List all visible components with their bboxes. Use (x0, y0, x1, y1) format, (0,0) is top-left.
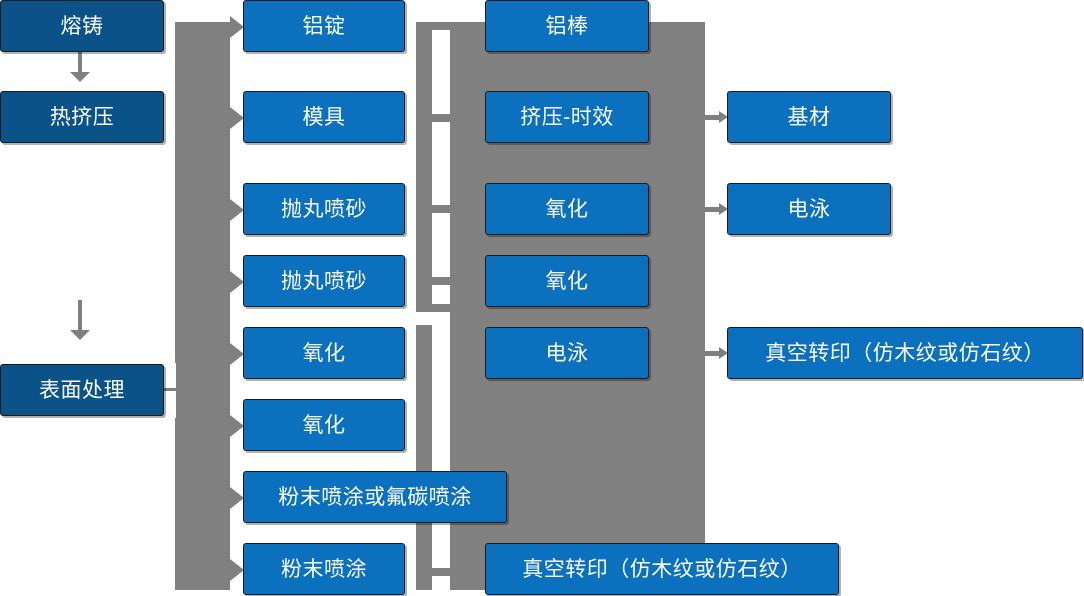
output-box-2[interactable]: 电泳 (727, 183, 891, 235)
operation-box-3-label: 抛丸喷砂 (281, 197, 367, 221)
stage-box-2[interactable]: 热挤压 (0, 91, 164, 143)
left-band-arrow-8 (230, 559, 244, 581)
stage-box-2-label: 热挤压 (49, 105, 115, 129)
output-arrow-2 (705, 203, 728, 215)
stage-box-3-label: 表面处理 (39, 378, 125, 402)
stage-3-connector (164, 388, 178, 391)
operation-box-6[interactable]: 氧化 (243, 399, 405, 451)
treatment-box-3-label: 氧化 (545, 197, 589, 221)
stage-spine-1 (78, 52, 82, 74)
left-connector-band (175, 22, 230, 590)
output-arrow-3 (705, 347, 728, 359)
output-box-3[interactable]: 真空转印（仿木纹或仿石纹） (727, 327, 1083, 379)
treatment-box-5[interactable]: 电泳 (485, 327, 649, 379)
operation-box-7[interactable]: 粉末喷涂或氟碳喷涂 (243, 471, 507, 523)
treatment-box-1-label: 铝棒 (545, 14, 589, 38)
treatment-box-1[interactable]: 铝棒 (485, 0, 649, 52)
middle-tick-4 (432, 277, 454, 285)
left-band-arrow-6 (230, 415, 244, 437)
operation-box-3[interactable]: 抛丸喷砂 (243, 183, 405, 235)
operation-box-6-label: 氧化 (302, 413, 346, 437)
left-band-arrow-5 (230, 343, 244, 365)
treatment-box-6[interactable]: 真空转印（仿木纹或仿石纹） (485, 543, 839, 595)
left-band-arrow-7 (230, 487, 244, 509)
stage-box-1-label: 熔铸 (60, 14, 104, 38)
stage-spine-2 (78, 300, 82, 332)
treatment-box-2[interactable]: 挤压-时效 (485, 91, 649, 143)
stage-down-arrow-2 (70, 330, 90, 340)
treatment-box-4-label: 氧化 (545, 269, 589, 293)
middle-tick-2 (432, 114, 454, 122)
middle-collector-bar-lower (416, 325, 432, 590)
output-box-1[interactable]: 基材 (727, 91, 891, 143)
stage-box-3[interactable]: 表面处理 (0, 364, 164, 416)
operation-box-5-label: 氧化 (302, 341, 346, 365)
operation-box-2-label: 模具 (302, 105, 346, 129)
operation-box-4-label: 抛丸喷砂 (281, 269, 367, 293)
treatment-box-6-label: 真空转印（仿木纹或仿石纹） (522, 557, 802, 581)
output-box-3-label: 真空转印（仿木纹或仿石纹） (765, 341, 1045, 365)
operation-box-7-label: 粉末喷涂或氟碳喷涂 (278, 485, 472, 509)
operation-box-2[interactable]: 模具 (243, 91, 405, 143)
output-box-2-label: 电泳 (787, 197, 831, 221)
treatment-box-5-label: 电泳 (545, 341, 589, 365)
treatment-box-4[interactable]: 氧化 (485, 255, 649, 307)
output-box-1-label: 基材 (787, 105, 831, 129)
middle-collector-bar-upper (416, 22, 432, 312)
stage-box-1[interactable]: 熔铸 (0, 0, 164, 52)
left-band-arrow-3 (230, 199, 244, 221)
middle-tick-6 (432, 568, 454, 576)
middle-tick-5 (432, 304, 454, 312)
operation-box-8[interactable]: 粉末喷涂 (243, 543, 405, 595)
output-arrow-1 (705, 111, 728, 123)
left-band-arrow-1 (230, 16, 244, 38)
left-band-arrow-4 (230, 271, 244, 293)
operation-box-5[interactable]: 氧化 (243, 327, 405, 379)
stage-down-arrow-1 (70, 72, 90, 82)
treatment-box-2-label: 挤压-时效 (520, 105, 614, 129)
middle-tick-3 (432, 205, 454, 213)
operation-box-4[interactable]: 抛丸喷砂 (243, 255, 405, 307)
treatment-box-3[interactable]: 氧化 (485, 183, 649, 235)
operation-box-8-label: 粉末喷涂 (281, 557, 367, 581)
middle-tick-1 (432, 22, 454, 30)
operation-box-1[interactable]: 铝锭 (243, 0, 405, 52)
left-band-arrow-2 (230, 107, 244, 129)
operation-box-1-label: 铝锭 (302, 14, 346, 38)
